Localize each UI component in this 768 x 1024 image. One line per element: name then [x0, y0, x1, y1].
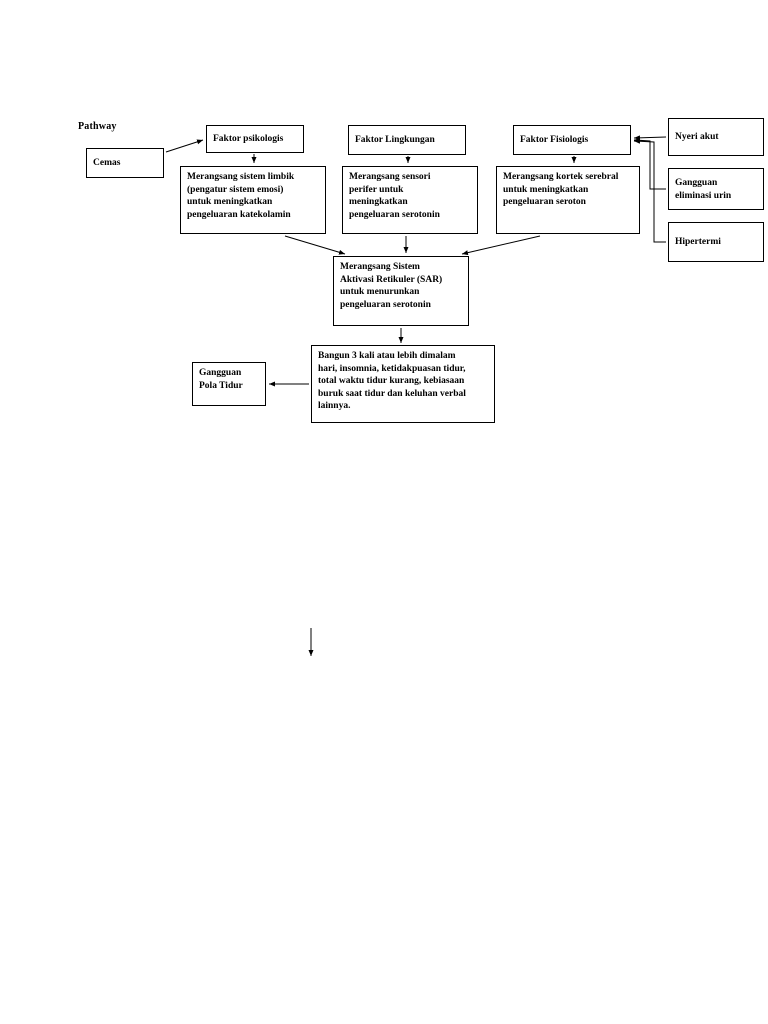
node-merangsang-sistem-limbik: Merangsang sistem limbik (pengatur siste…	[180, 166, 326, 234]
node-cemas: Cemas	[86, 148, 164, 178]
connector-limbik-to-sar	[284, 235, 346, 255]
connector-hipertermi-to-faktor-fisiologis	[633, 138, 666, 243]
connector-gangguan-eliminasi-to-faktor-fisiologis	[633, 137, 666, 190]
node-bangun-3-kali: Bangun 3 kali atau lebih dimalam hari, i…	[311, 345, 495, 423]
page-title: Pathway	[78, 121, 117, 132]
connector-cemas-to-faktor-psikologis	[165, 139, 204, 153]
node-merangsang-sensori-perifer: Merangsang sensori perifer untuk meningk…	[342, 166, 478, 234]
node-gangguan-pola-tidur: Gangguan Pola Tidur	[192, 362, 266, 406]
node-nyeri-akut: Nyeri akut	[668, 118, 764, 156]
node-hipertermi: Hipertermi	[668, 222, 764, 262]
node-faktor-lingkungan: Faktor Lingkungan	[348, 125, 466, 155]
connector-group	[165, 135, 667, 656]
connector-nyeri-akut-to-faktor-fisiologis	[633, 135, 667, 141]
node-merangsang-kortek-serebral: Merangsang kortek serebral untuk meningk…	[496, 166, 640, 234]
node-merangsang-sar: Merangsang Sistem Aktivasi Retikuler (SA…	[333, 256, 469, 326]
node-gangguan-eliminasi-urin: Gangguan eliminasi urin	[668, 168, 764, 210]
node-faktor-fisiologis: Faktor Fisiologis	[513, 125, 631, 155]
node-faktor-psikologis: Faktor psikologis	[206, 125, 304, 153]
connector-kortek-to-sar	[461, 235, 541, 256]
